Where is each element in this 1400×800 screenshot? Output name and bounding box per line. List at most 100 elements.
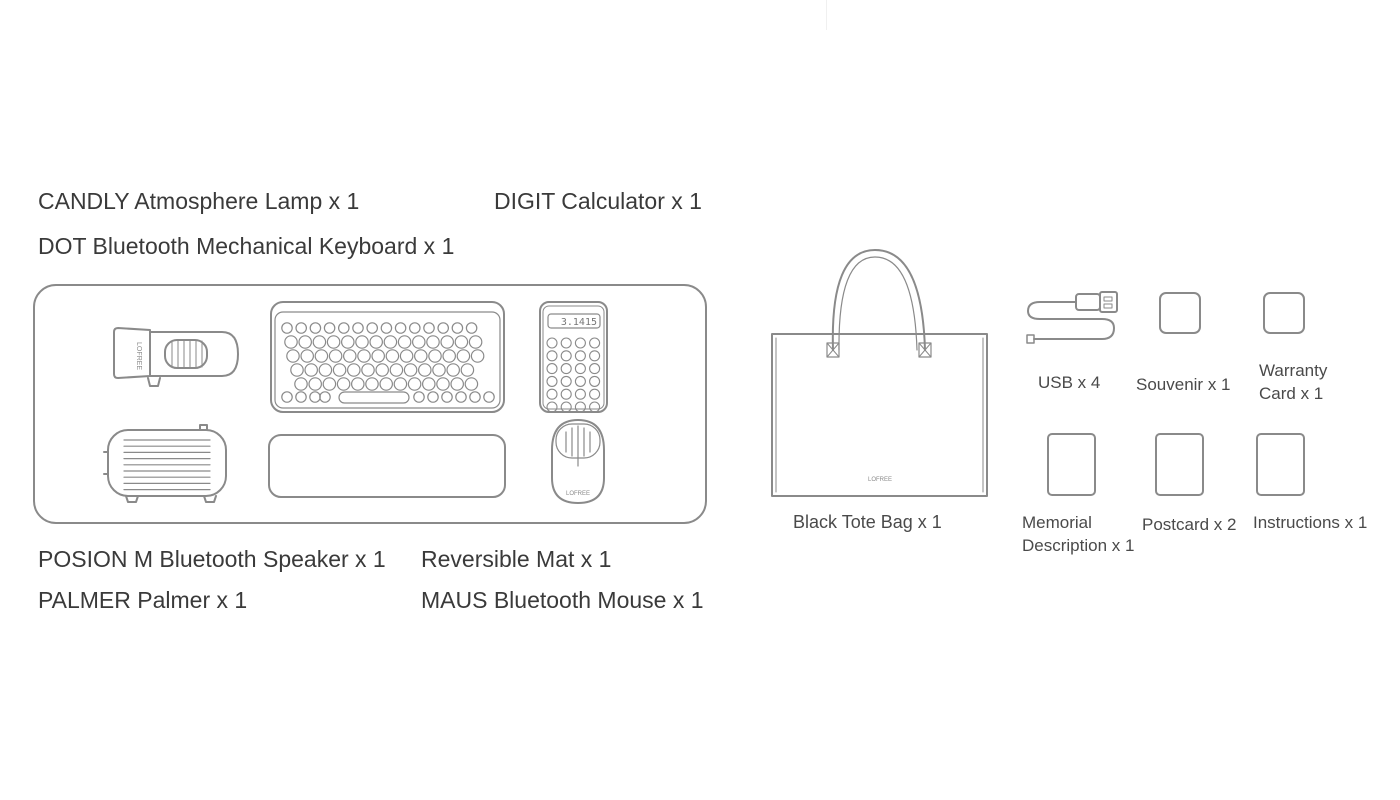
souvenir-label: Souvenir x 1 — [1136, 375, 1231, 394]
keyboard-key — [308, 377, 322, 391]
warranty-card-icon — [1263, 292, 1305, 334]
keyboard-key — [295, 322, 307, 334]
divider-line — [826, 0, 827, 30]
keyboard-key — [328, 349, 343, 363]
keyboard-key — [464, 377, 479, 391]
instructions-label: Instructions x 1 — [1253, 513, 1368, 532]
mouse-brand-mark: LOFREE — [566, 491, 590, 497]
calculator-key — [546, 375, 558, 387]
keyboard-key — [423, 322, 435, 334]
keyboard-key — [469, 391, 481, 403]
keyboard-key — [322, 377, 337, 391]
keyboard-key — [393, 377, 408, 391]
keyboard-key — [446, 363, 460, 377]
calculator-key — [546, 337, 558, 349]
keyboard-key — [290, 363, 304, 377]
keyboard-key — [323, 322, 336, 334]
keyboard-key — [361, 363, 375, 377]
lamp-brand-mark: LOFREE — [135, 342, 142, 370]
calculator-key — [560, 401, 572, 413]
keyboard-key — [411, 335, 426, 349]
keyboard-key — [369, 335, 383, 349]
keyboard-key — [357, 349, 371, 363]
calculator-key — [589, 401, 601, 413]
calculator-key — [574, 350, 586, 362]
keyboard-key — [455, 391, 467, 403]
mat-icon — [268, 434, 506, 498]
keyboard-icon — [270, 301, 505, 413]
keyboard-key — [399, 349, 414, 363]
keyboard-key — [426, 335, 440, 349]
keyboard-key — [389, 363, 404, 377]
keyboard-key — [332, 363, 347, 377]
keyboard-key — [309, 322, 322, 334]
warranty-label-line2: Card x 1 — [1259, 384, 1324, 403]
calculator-key — [589, 363, 601, 375]
postcard-icon — [1155, 433, 1204, 496]
calculator-key — [574, 401, 586, 413]
keyboard-key — [436, 377, 450, 391]
warranty-label-line1: Warranty — [1259, 361, 1328, 380]
keyboard-key — [451, 322, 464, 334]
desk-set-frame — [33, 284, 707, 524]
calculator-key — [589, 337, 601, 349]
calculator-label: DIGIT Calculator x 1 — [494, 188, 702, 214]
keyboard-key — [342, 349, 357, 363]
mat-label: Reversible Mat x 1 — [421, 546, 612, 572]
calculator-key — [546, 350, 558, 362]
calculator-key — [589, 375, 601, 387]
keyboard-key — [428, 349, 442, 363]
mouse-icon: LOFREE — [551, 419, 605, 504]
memorial-label-line2: Description x 1 — [1022, 536, 1135, 555]
calculator-key — [546, 401, 558, 413]
keyboard-key — [350, 377, 365, 391]
keyboard-key — [318, 363, 333, 377]
keyboard-key — [427, 391, 439, 403]
keyboard-key — [460, 363, 475, 377]
keyboard-key — [450, 377, 464, 391]
calculator-key — [574, 375, 586, 387]
keyboard-key — [408, 322, 421, 334]
keyboard-key — [295, 391, 307, 403]
usb-label: USB x 4 — [1038, 373, 1101, 392]
memorial-description-icon — [1047, 433, 1096, 496]
keyboard-key — [281, 391, 293, 403]
keyboard-key — [417, 363, 432, 377]
keyboard-key — [383, 335, 398, 349]
keyboard-key — [366, 322, 378, 334]
calculator-key — [589, 388, 601, 400]
instructions-icon — [1256, 433, 1305, 496]
speaker-icon — [103, 424, 227, 503]
keyboard-key — [346, 363, 361, 377]
keyboard-label: DOT Bluetooth Mechanical Keyboard x 1 — [38, 233, 455, 259]
keyboard-key — [432, 363, 446, 377]
calculator-key — [560, 363, 572, 375]
calculator-display: 3.1415 — [561, 317, 597, 328]
mouse-label: MAUS Bluetooth Mouse x 1 — [421, 587, 704, 613]
keyboard-key — [454, 335, 469, 349]
keyboard-key — [281, 322, 293, 334]
calculator-key — [574, 337, 586, 349]
keyboard-key — [380, 322, 393, 334]
keyboard-key — [437, 322, 449, 334]
keyboard-key — [421, 377, 436, 391]
keyboard-key — [440, 335, 454, 349]
keyboard-key — [413, 391, 425, 403]
keyboard-key — [394, 322, 407, 334]
keyboard-key — [470, 349, 485, 363]
palmer-label: PALMER Palmer x 1 — [38, 587, 248, 613]
keyboard-key — [284, 335, 298, 349]
keyboard-key — [365, 377, 379, 391]
keyboard-key — [352, 322, 364, 334]
calculator-key — [589, 350, 601, 362]
calculator-key — [560, 337, 572, 349]
keyboard-key — [314, 349, 329, 363]
keyboard-key — [355, 335, 369, 349]
keyboard-key — [441, 391, 453, 403]
usb-icon — [1026, 291, 1118, 344]
keyboard-key — [371, 349, 385, 363]
souvenir-icon — [1159, 292, 1201, 334]
tote-brand-mark: LOFREE — [868, 477, 892, 483]
keyboard-key — [294, 377, 308, 391]
